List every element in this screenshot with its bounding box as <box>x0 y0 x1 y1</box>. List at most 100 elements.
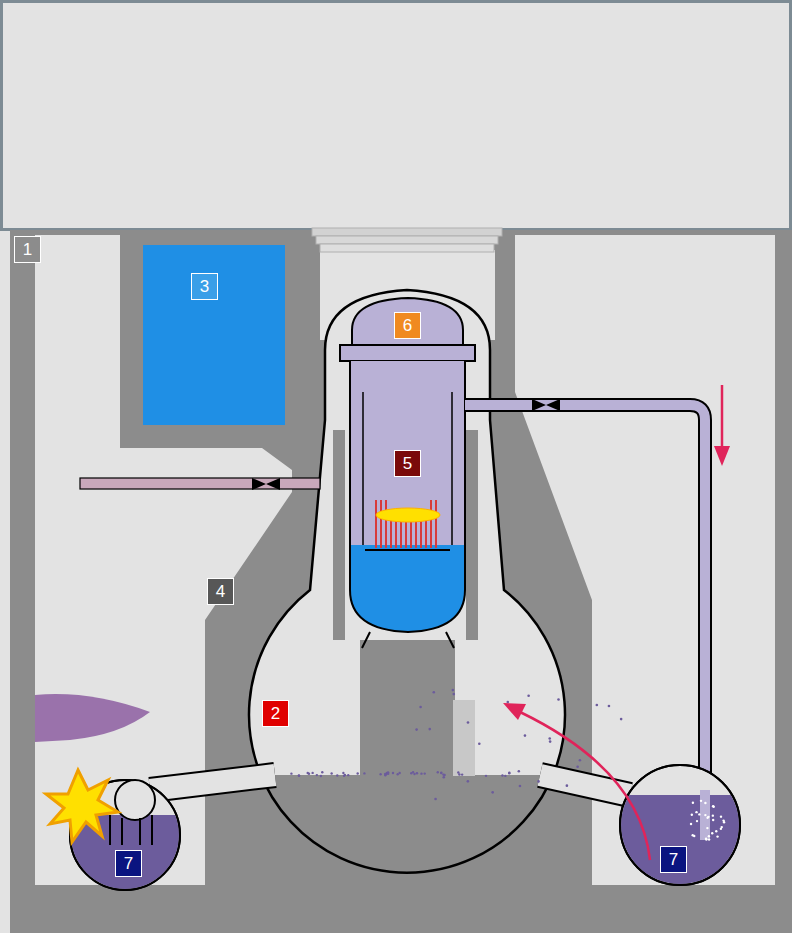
callout-number: 7 <box>115 850 142 877</box>
bubble <box>716 835 718 837</box>
debris-dot <box>412 771 414 773</box>
debris-dot <box>504 775 506 777</box>
bubble <box>691 814 693 816</box>
debris-dot <box>379 773 381 775</box>
debris-dot <box>457 771 459 773</box>
callout-number: 4 <box>207 578 234 605</box>
bubble <box>704 802 706 804</box>
particle-dot <box>452 693 455 696</box>
bubble <box>704 814 706 816</box>
particle-dot <box>506 701 509 704</box>
debris-dot <box>308 773 310 775</box>
particle-dot <box>549 740 552 743</box>
bubble <box>700 800 702 802</box>
debris-dot <box>387 773 389 775</box>
particle-dot <box>537 780 540 783</box>
particle-dot <box>415 728 418 731</box>
bubble <box>698 813 700 815</box>
fuel-rod <box>425 520 427 548</box>
fuel-rod <box>395 520 397 548</box>
debris-dot <box>320 775 322 777</box>
debris-dot <box>336 774 338 776</box>
debris-dot <box>458 773 460 775</box>
bubble <box>712 806 714 808</box>
bubble <box>708 838 710 840</box>
particle-dot <box>518 770 521 773</box>
callout-number: 6 <box>394 312 421 339</box>
debris-dot <box>347 774 349 776</box>
callout-number: 7 <box>660 846 687 873</box>
debris-dot <box>420 772 422 774</box>
particle-dot <box>527 694 530 697</box>
bubble <box>695 811 697 813</box>
debris-dot <box>440 771 442 773</box>
callout-number: 2 <box>262 700 289 727</box>
debris-dot <box>321 771 323 773</box>
fuel-rod <box>375 500 377 548</box>
particle-dot <box>557 698 560 701</box>
debris-dot <box>461 773 463 775</box>
particle-dot <box>548 737 551 740</box>
fuel-rod <box>385 500 387 548</box>
debris-dot <box>508 772 510 774</box>
debris-dot <box>343 775 345 777</box>
debris-dot <box>344 774 346 776</box>
debris-dot <box>437 771 439 773</box>
bubble <box>712 819 714 821</box>
fuel-rod <box>380 500 382 548</box>
bubble <box>705 837 707 839</box>
debris-dot <box>485 775 487 777</box>
fuel-rod <box>400 520 402 548</box>
fuel-rod <box>435 500 437 548</box>
fuel-rod <box>420 520 422 548</box>
bubble <box>720 828 722 830</box>
fuel-rod <box>430 500 432 548</box>
debris-dot <box>298 775 300 777</box>
debris-dot <box>392 772 394 774</box>
particle-dot <box>576 765 579 768</box>
debris-dot <box>342 772 344 774</box>
debris-dot <box>501 774 503 776</box>
bubble <box>706 817 708 819</box>
particle-dot <box>524 734 527 737</box>
callout-number: 1 <box>14 236 41 263</box>
debris-dot <box>443 774 445 776</box>
particle-dot <box>478 742 481 745</box>
particle-dot <box>434 798 437 801</box>
bubble <box>722 819 724 821</box>
debris-dot <box>363 772 365 774</box>
particle-dot <box>467 721 470 724</box>
debris-dot <box>508 772 510 774</box>
particle-dot <box>442 776 445 779</box>
debris-dot <box>356 772 358 774</box>
bubble <box>692 802 694 804</box>
callout-number: 3 <box>191 273 218 300</box>
particle-dot <box>452 689 455 692</box>
bubble <box>720 815 722 817</box>
particle-dot <box>467 780 470 783</box>
debris-dot <box>396 773 398 775</box>
particle-dot <box>579 759 582 762</box>
particle-dot <box>519 785 522 788</box>
particle-dot <box>428 728 431 731</box>
fuel-rod <box>390 520 392 548</box>
debris-dot <box>398 772 400 774</box>
particle-dot <box>620 718 623 721</box>
particle-dot <box>419 706 422 709</box>
bubble <box>715 830 717 832</box>
fuel-rod <box>410 520 412 548</box>
bubble <box>693 835 695 837</box>
debris-dot <box>290 772 292 774</box>
fuel-rod <box>415 520 417 548</box>
bubble <box>712 805 714 807</box>
bubble <box>711 832 713 834</box>
bubble <box>706 827 708 829</box>
particle-dot <box>433 691 436 694</box>
debris-dot <box>440 772 442 774</box>
debris-dot <box>316 774 318 776</box>
bubble <box>705 838 707 840</box>
bubble <box>707 816 709 818</box>
debris-dot <box>330 772 332 774</box>
debris-dot <box>384 774 386 776</box>
